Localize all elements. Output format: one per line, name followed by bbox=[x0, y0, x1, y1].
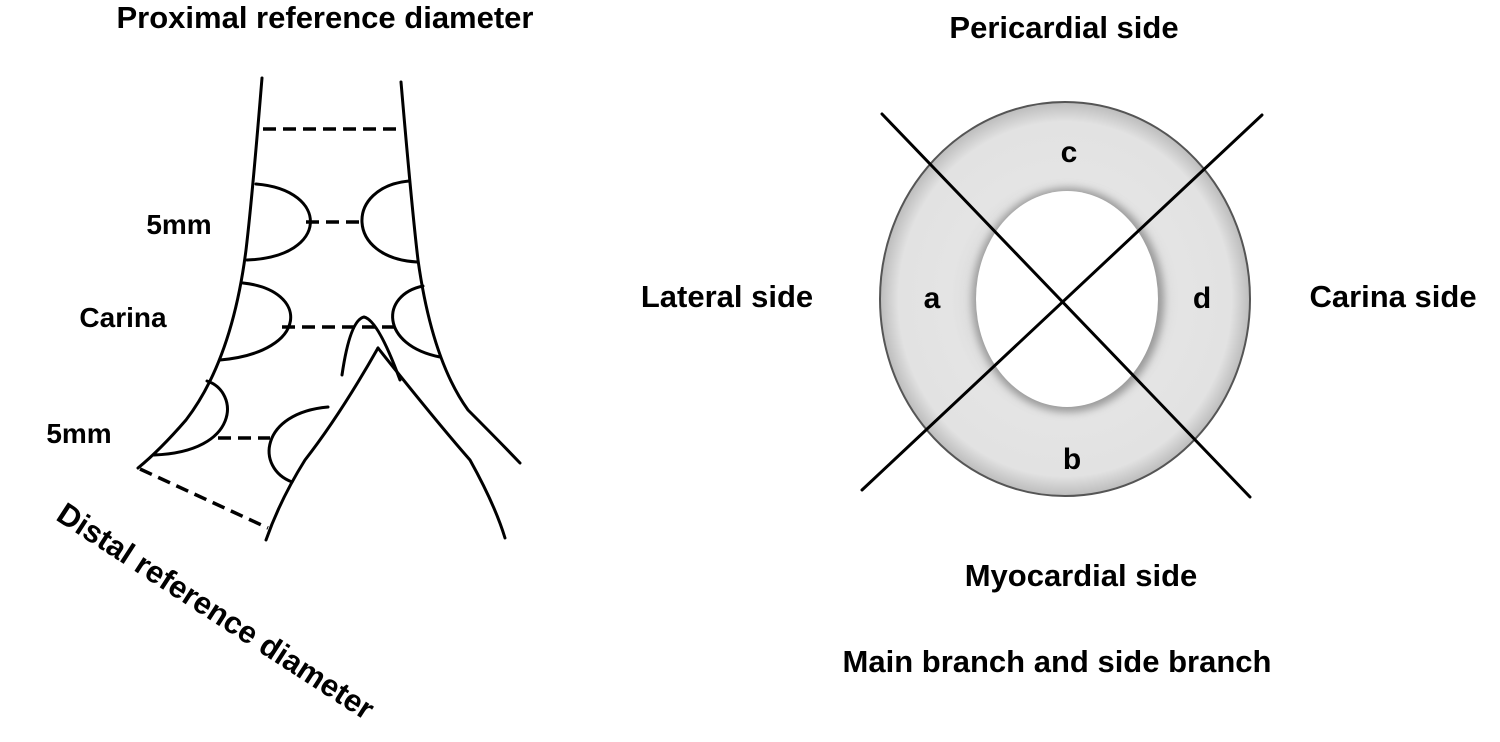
vessel-right-wall bbox=[399, 80, 522, 465]
proximal-reference-label: Proximal reference diameter bbox=[117, 0, 534, 35]
segment-c-label: c bbox=[1061, 136, 1078, 169]
lateral-side-label: Lateral side bbox=[641, 279, 813, 314]
plaque-lower-right bbox=[267, 405, 330, 484]
plaque-middle-left bbox=[218, 281, 293, 362]
plaque-lower-left bbox=[152, 379, 229, 457]
main-and-side-branch-caption: Main branch and side branch bbox=[843, 644, 1272, 679]
plaque-upper-left bbox=[245, 182, 312, 262]
plaque-middle-right bbox=[391, 284, 442, 359]
cross-section-schematic: Pericardial side c a d b Lateral side Ca… bbox=[641, 10, 1477, 679]
carina-label: Carina bbox=[79, 302, 167, 333]
main-branch-inner-wall bbox=[264, 346, 380, 542]
diagonal-line-ascending bbox=[860, 113, 1264, 492]
distal-reference-line bbox=[139, 467, 269, 530]
carina-tip bbox=[340, 315, 402, 382]
vessel-left-wall bbox=[136, 76, 264, 470]
plaque-upper-right bbox=[360, 179, 419, 264]
lower-5mm-label: 5mm bbox=[46, 418, 111, 449]
distal-reference-label: Distal reference diameter bbox=[51, 496, 381, 727]
pericardial-side-label: Pericardial side bbox=[949, 10, 1178, 45]
segment-b-label: b bbox=[1063, 443, 1081, 476]
segment-a-label: a bbox=[924, 282, 941, 315]
carina-side-label: Carina side bbox=[1309, 279, 1476, 314]
segment-d-label: d bbox=[1193, 282, 1211, 315]
side-branch-right-wall bbox=[376, 346, 507, 540]
upper-5mm-label: 5mm bbox=[146, 209, 211, 240]
myocardial-side-label: Myocardial side bbox=[965, 558, 1198, 593]
vessel-schematic: Proximal reference diameter 5mm Carina 5… bbox=[46, 0, 533, 727]
diagonal-line-descending bbox=[880, 112, 1252, 499]
